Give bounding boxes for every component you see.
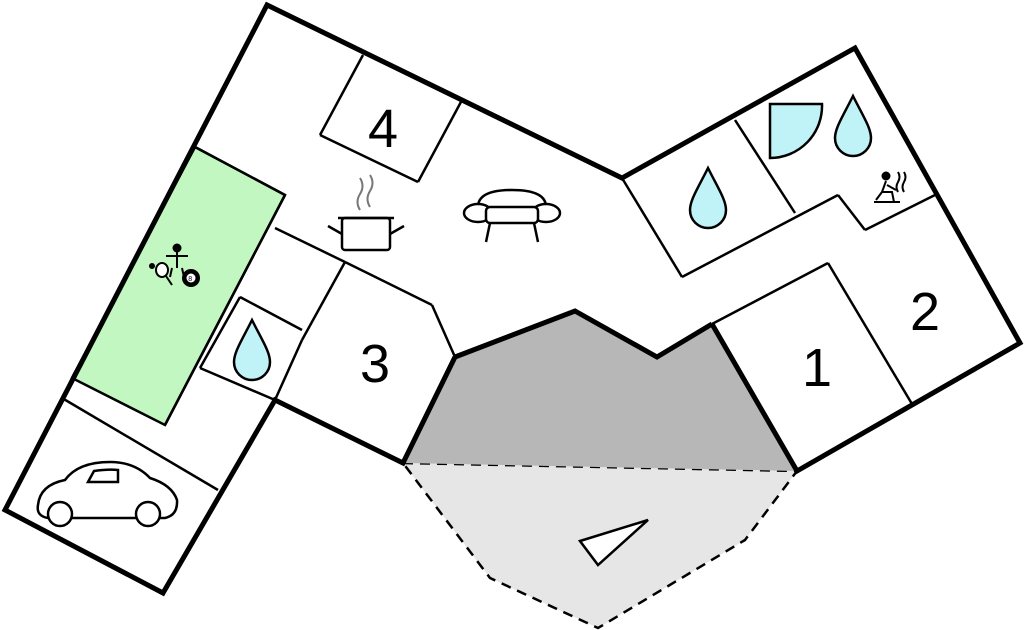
bathroom-drop-icon xyxy=(232,317,272,382)
interior-walls xyxy=(61,54,464,492)
activity-room xyxy=(70,145,287,427)
kitchen-pot-icon xyxy=(327,174,405,252)
bathroom-drop-icon xyxy=(833,93,873,158)
outer-wall-main xyxy=(1,1,1024,597)
sauna-icon xyxy=(874,171,907,203)
svg-text:8: 8 xyxy=(188,276,192,283)
covered-terrace xyxy=(403,311,797,471)
table-tennis-icon xyxy=(149,262,173,286)
terrace-direction-icon xyxy=(577,518,649,567)
car-icon xyxy=(36,460,179,528)
room-number-3: 3 xyxy=(360,334,390,394)
bathroom-drop-icon xyxy=(688,165,728,230)
outer-wall-west-wing xyxy=(454,308,714,360)
room-number-2: 2 xyxy=(910,282,940,342)
sofa-icon xyxy=(462,188,562,243)
interior-walls-east xyxy=(620,119,936,405)
shower-icon xyxy=(768,102,824,160)
foosball-icon xyxy=(166,243,188,278)
room-number-4: 4 xyxy=(368,99,398,159)
billiard-ball-icon: 8 xyxy=(182,269,200,287)
room-number-1: 1 xyxy=(802,338,832,398)
